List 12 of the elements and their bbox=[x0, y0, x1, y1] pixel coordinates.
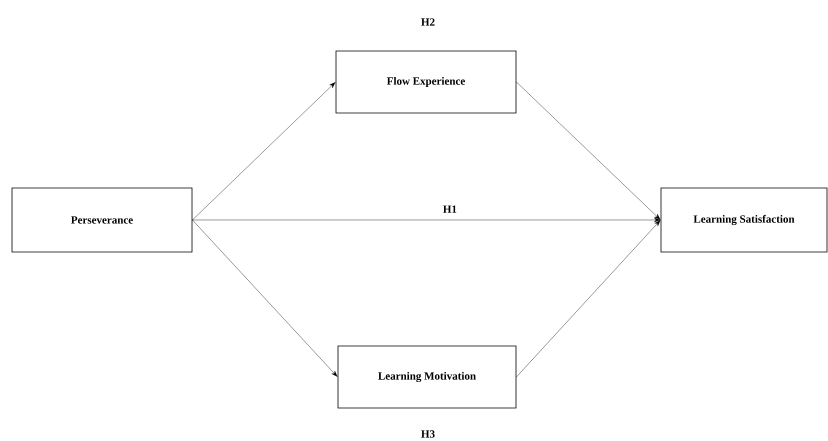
arrow bbox=[516, 220, 660, 378]
arrow bbox=[192, 218, 660, 222]
process-box: Flow Experience bbox=[336, 50, 516, 114]
hypothesis-label: H3 bbox=[421, 430, 435, 438]
arrow bbox=[192, 82, 336, 220]
process-box: Learning Satisfaction bbox=[660, 188, 828, 252]
arrow bbox=[516, 82, 660, 220]
hypothesis-label: H2 bbox=[421, 18, 435, 26]
process-box: Perseverance bbox=[12, 188, 192, 252]
edge-label: H1 bbox=[442, 204, 458, 214]
process-box: Learning Motivation bbox=[338, 346, 516, 408]
arrow bbox=[192, 220, 338, 377]
